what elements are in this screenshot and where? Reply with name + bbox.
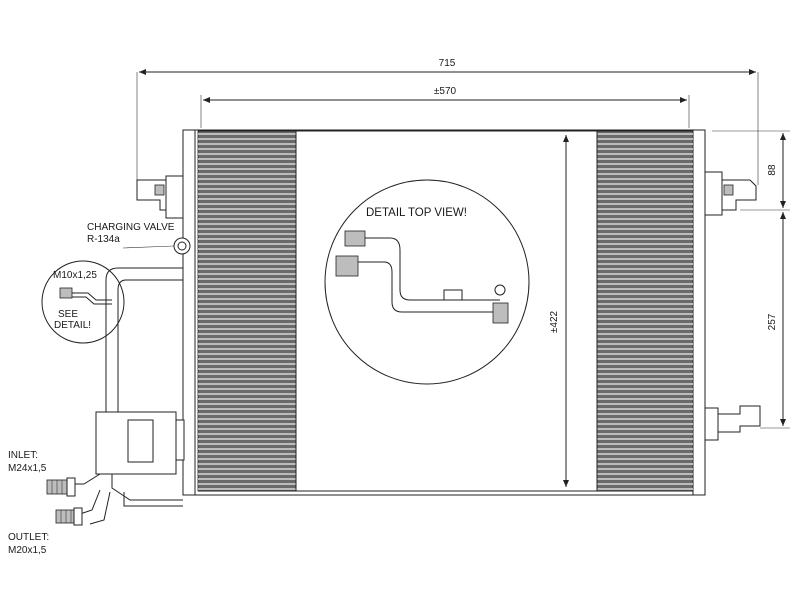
bracket-offset-label: 88 — [767, 164, 778, 176]
right-bottom-bracket — [704, 405, 761, 441]
inlet-thread-label: M24x1,5 — [8, 463, 47, 474]
detail-top-view-circle — [324, 179, 530, 385]
charging-valve — [173, 237, 191, 255]
condenser-core — [182, 129, 706, 496]
small-detail-circle — [41, 260, 125, 344]
dimension-core-width: ±570 — [200, 86, 690, 128]
outlet-label: OUTLET: — [8, 532, 49, 543]
valve-leader-line — [122, 245, 175, 249]
detail-title: DETAIL TOP VIEW! — [366, 207, 467, 219]
dimension-overall-width: 715 — [136, 58, 759, 185]
outlet-thread-label: M20x1,5 — [8, 545, 47, 556]
inlet-fitting — [46, 477, 76, 497]
dimension-core-height: ±422 — [549, 135, 569, 487]
refrigerant-label: R-134a — [87, 234, 120, 245]
thread-size-label: M10x1,25 — [53, 270, 97, 281]
bracket-spacing-label: 257 — [767, 313, 778, 330]
see-detail-label-1: SEE — [58, 309, 78, 320]
dimension-right-side: 88 257 — [712, 130, 790, 429]
see-detail-label-2: DETAIL! — [54, 320, 91, 331]
core-width-label: ±570 — [434, 86, 457, 97]
core-height-label: ±422 — [549, 310, 560, 333]
overall-width-label: 715 — [439, 58, 456, 69]
outlet-fitting — [55, 507, 83, 526]
left-top-bracket — [136, 175, 184, 219]
charging-valve-label: CHARGING VALVE — [87, 222, 175, 233]
left-piping — [72, 267, 185, 525]
right-top-bracket — [704, 171, 757, 216]
inlet-label: INLET: — [8, 450, 38, 461]
